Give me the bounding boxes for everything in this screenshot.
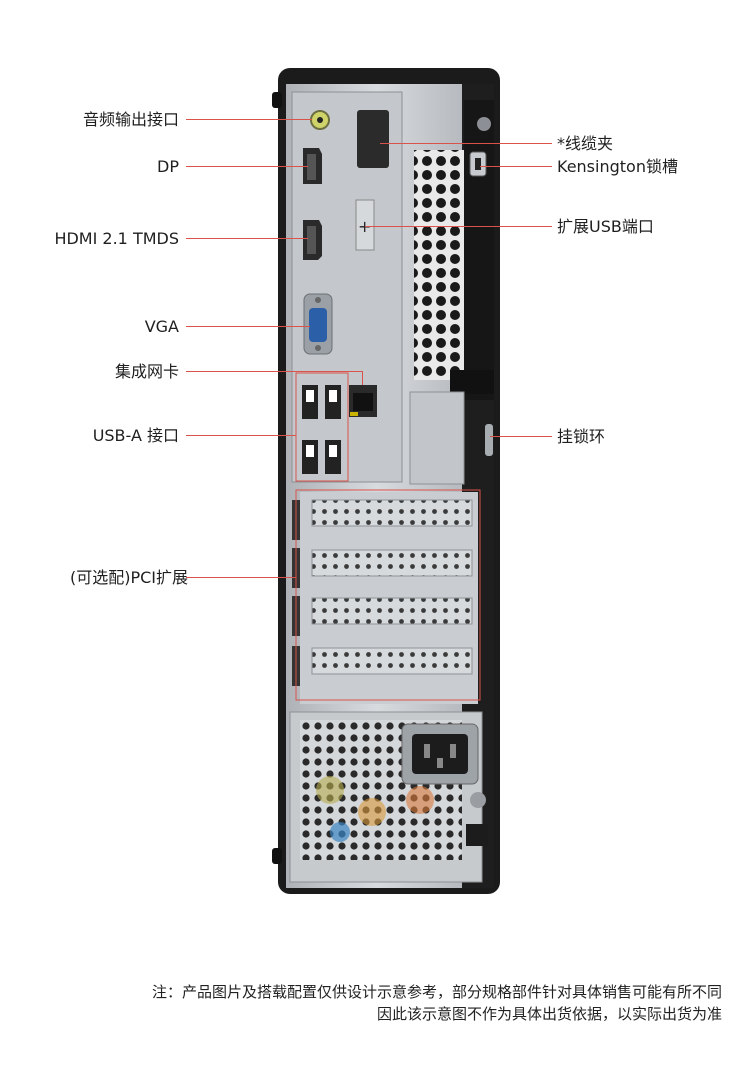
callout-line-usba	[186, 435, 296, 436]
label-kensington: Kensington锁槽	[557, 157, 678, 176]
callout-line-vga	[186, 326, 310, 327]
hex-vent	[414, 150, 468, 380]
callout-line-hdmi	[186, 238, 308, 239]
label-usb-a: USB-A 接口	[92, 426, 179, 445]
callout-line-cable-clip	[380, 143, 552, 144]
callout-line-padlock	[490, 436, 552, 437]
usb-a-ports	[302, 385, 341, 474]
pci-highlight-box	[295, 489, 481, 701]
vga-port	[309, 308, 327, 342]
label-dp: DP	[157, 157, 179, 176]
callout-line-ext-usb	[365, 226, 552, 227]
label-ext-usb: 扩展USB端口	[557, 217, 654, 236]
label-pci: (可选配)PCI扩展	[69, 568, 188, 587]
cable-clip	[357, 110, 389, 168]
callout-line-dp	[186, 166, 308, 167]
label-padlock: 挂锁环	[557, 427, 606, 446]
svg-text:+: +	[358, 217, 371, 236]
pci-slots	[292, 492, 478, 704]
label-hdmi: HDMI 2.1 TMDS	[54, 229, 179, 248]
label-audio-out: 音频输出接口	[82, 110, 179, 129]
footnote-line-1: 注：产品图片及搭载配置仅供设计示意参考，部分规格部件针对具体销售可能有所不同	[151, 983, 722, 1001]
callout-line-nic	[186, 371, 362, 372]
usb-highlight-box	[295, 372, 349, 482]
padlock-loop	[485, 424, 493, 456]
callout-line-audio	[186, 119, 312, 120]
label-nic: 集成网卡	[114, 362, 179, 381]
label-cable-clip: *线缆夹	[557, 134, 614, 153]
label-vga: VGA	[144, 317, 179, 336]
callout-line-kensington	[480, 166, 552, 167]
callout-line-pci	[186, 577, 296, 578]
footnote-line-2: 因此该示意图不作为具体出货依据，以实际出货为准	[376, 1005, 722, 1023]
